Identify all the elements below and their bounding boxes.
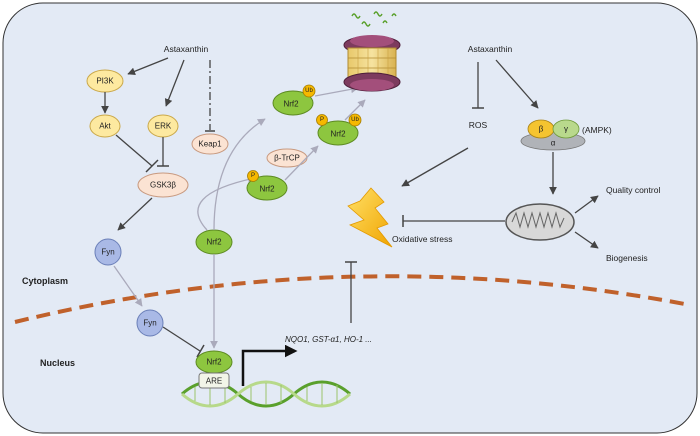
fyn-nucleus-node [136,309,164,337]
arrow-mito-quality [574,195,599,214]
ub-badge-1-label: Ub [305,88,313,94]
p-badge-2-label: P [251,173,255,179]
arrow-nrf2p-nrf2pub [284,145,319,181]
proteasome-icon [343,35,401,92]
quality-control-label: Quality control [606,185,660,195]
nrf2-ub-label: Nrf2 [283,100,299,109]
ampk-beta-label: β [539,125,544,134]
target-genes-label: NQO1, GST-α1, HO-1 ... [285,335,372,344]
erk-label: ERK [155,122,172,131]
arrow-fyn-translocation [113,265,143,307]
inhibit-fyn-nrf2 [162,326,201,352]
inhibit-bar-fyn [196,344,205,358]
p-badge-1 [316,114,328,126]
fyn-nucleus-label: Fyn [143,319,156,328]
arrow-mito-biogenesis [574,231,599,249]
akt-node [89,114,121,138]
nrf2-p-label: Nrf2 [259,185,275,194]
nrf2-center-label: Nrf2 [206,238,222,247]
arrow-nrf2ub-proteasome [314,85,359,97]
btrcp-label: β-TrCP [274,154,300,163]
arrow-astax-pi3k [127,57,169,76]
nrf2-p-ub-node [317,120,359,146]
are-box [198,372,230,389]
keap1-label: Keap1 [198,140,222,149]
inhibit-akt-gsk3b [115,134,153,167]
cytoplasm-label: Cytoplasm [22,276,68,286]
lightning-bolt-icon [347,187,393,248]
inhibit-bar-akt [145,159,159,173]
biogenesis-label: Biogenesis [606,253,648,263]
astaxanthin-right-label: Astaxanthin [468,44,513,54]
ub-badge-1 [302,84,316,98]
arrow-astax-ampk [495,59,539,109]
p-badge-2 [247,170,259,182]
nucleus-label: Nucleus [40,358,75,368]
ampk-complex [520,119,586,151]
arrow-ros-stress [401,147,469,187]
nrf2-p-node [246,175,288,201]
are-label: ARE [206,377,222,386]
arrow-gsk3b-fyn [117,197,153,231]
nrf2-p-ub-label: Nrf2 [330,130,346,139]
nrf2-ub-node [272,90,314,116]
ub-badge-2 [348,113,362,127]
akt-label: Akt [99,122,111,131]
keap1-node [191,133,229,155]
fyn-cytoplasm-node [94,238,122,266]
peptide-fragments-icon [351,11,397,27]
nrf2-nucleus-label: Nrf2 [206,358,222,367]
arrow-nrf2-to-nrf2ub [213,118,266,231]
gsk3b-node [137,172,189,198]
arrow-nrf2-to-nrf2p [197,175,256,231]
gsk3b-label: GSK3β [150,181,176,190]
mitochondrion-icon [505,203,575,241]
astaxanthin-left-label: Astaxanthin [164,44,209,54]
pi3k-label: PI3K [96,77,114,86]
p-badge-1-label: P [320,117,324,123]
arrow-astax-erk [164,59,185,107]
ub-badge-2-label: Ub [351,117,359,123]
fyn-cytoplasm-label: Fyn [101,248,114,257]
ampk-label: (AMPK) [582,125,612,135]
ampk-alpha-label: α [551,139,556,148]
ampk-gamma-label: γ [564,125,568,134]
ros-label: ROS [469,120,488,130]
transcription-arrow [241,344,298,386]
arrow-nrf2pub-proteasome [344,99,366,121]
oxidative-stress-label: Oxidative stress [392,234,452,244]
